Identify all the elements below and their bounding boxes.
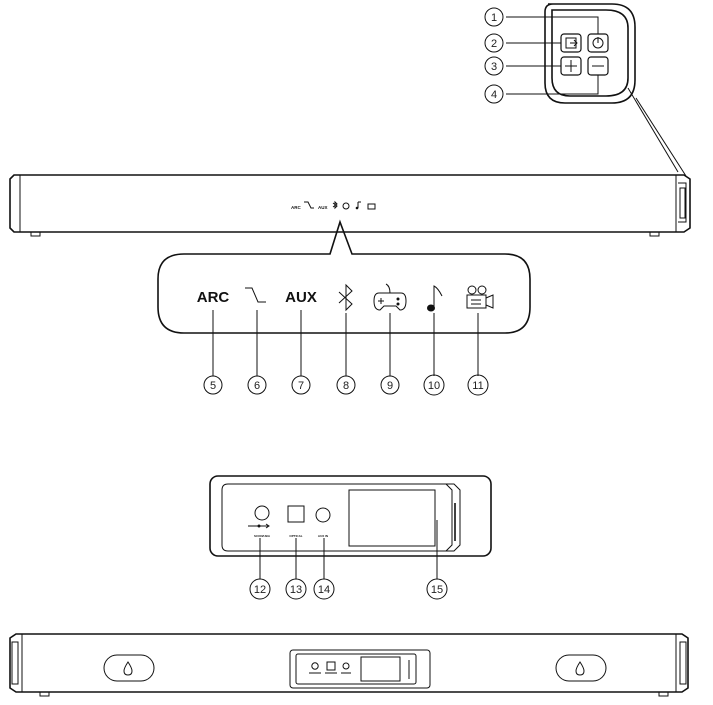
- optical-icon: [245, 287, 266, 303]
- svg-text:8: 8: [343, 380, 349, 392]
- svg-text:6: 6: [254, 380, 260, 392]
- indicator-zoom: ARC AUX: [157, 219, 531, 376]
- volume-up-button[interactable]: [560, 56, 582, 76]
- callout-8: 8: [336, 375, 356, 395]
- port-panel-zoom: SCON/UBA OPTICAL AUX IN: [209, 475, 492, 579]
- bluetooth-icon: [338, 283, 353, 312]
- arc-indicator: ARC: [197, 289, 230, 306]
- svg-text:SCON/UBA: SCON/UBA: [254, 534, 271, 538]
- callout-6: 6: [247, 375, 267, 395]
- callout-1: 1: [484, 7, 504, 27]
- soundbar-rear: [9, 633, 689, 697]
- callout-3: 3: [484, 56, 504, 76]
- svg-text:13: 13: [290, 584, 302, 596]
- optical-port: OPTICAL: [287, 505, 305, 538]
- wall-mount-slot-right: [555, 654, 607, 682]
- svg-text:OPTICAL: OPTICAL: [289, 534, 302, 538]
- aux-indicator: AUX: [285, 289, 317, 306]
- svg-text:11: 11: [472, 380, 483, 392]
- svg-text:14: 14: [318, 584, 330, 596]
- label-area: [348, 489, 456, 547]
- svg-text:AUX IN: AUX IN: [318, 534, 328, 538]
- svg-text:ARC: ARC: [291, 205, 301, 210]
- volume-down-button[interactable]: [587, 56, 609, 76]
- svg-text:10: 10: [428, 380, 440, 392]
- music-icon: [427, 285, 443, 312]
- wall-mount-slot-left: [103, 654, 155, 682]
- game-icon: [373, 283, 407, 311]
- power-icon: [592, 37, 604, 49]
- svg-text:5: 5: [210, 380, 216, 392]
- callout-4: 4: [484, 84, 504, 104]
- svg-text:1: 1: [491, 12, 497, 24]
- callout-11: 11: [467, 374, 489, 396]
- plus-icon: [565, 60, 577, 72]
- callout-9: 9: [380, 375, 400, 395]
- callout-12: 12: [249, 578, 271, 600]
- svg-text:4: 4: [491, 89, 497, 101]
- svg-text:15: 15: [431, 584, 443, 596]
- svg-text:9: 9: [387, 380, 393, 392]
- callout-13: 13: [285, 578, 307, 600]
- callout-5: 5: [203, 375, 223, 395]
- callout-15: 15: [426, 578, 448, 600]
- aux-in-port: AUX IN: [315, 507, 331, 538]
- svg-text:AUX: AUX: [318, 205, 328, 210]
- input-icon: [565, 37, 578, 49]
- svg-text:3: 3: [491, 61, 497, 73]
- callout-2: 2: [484, 33, 504, 53]
- callout-7: 7: [291, 375, 311, 395]
- svg-text:2: 2: [491, 38, 497, 50]
- svg-text:12: 12: [254, 584, 266, 596]
- soundbar-front: ARC AUX: [9, 174, 691, 237]
- callout-10: 10: [423, 374, 445, 396]
- callout-14: 14: [313, 578, 335, 600]
- control-panel-zoom: [506, 3, 687, 177]
- movie-icon: [466, 285, 494, 309]
- svg-text:7: 7: [298, 380, 304, 392]
- indicator-strip: ARC AUX: [291, 200, 376, 210]
- input-button[interactable]: [560, 33, 582, 53]
- usb-hdmi-port: SCON/UBA: [248, 505, 271, 538]
- power-button[interactable]: [587, 33, 609, 53]
- rear-port-panel: [289, 649, 431, 689]
